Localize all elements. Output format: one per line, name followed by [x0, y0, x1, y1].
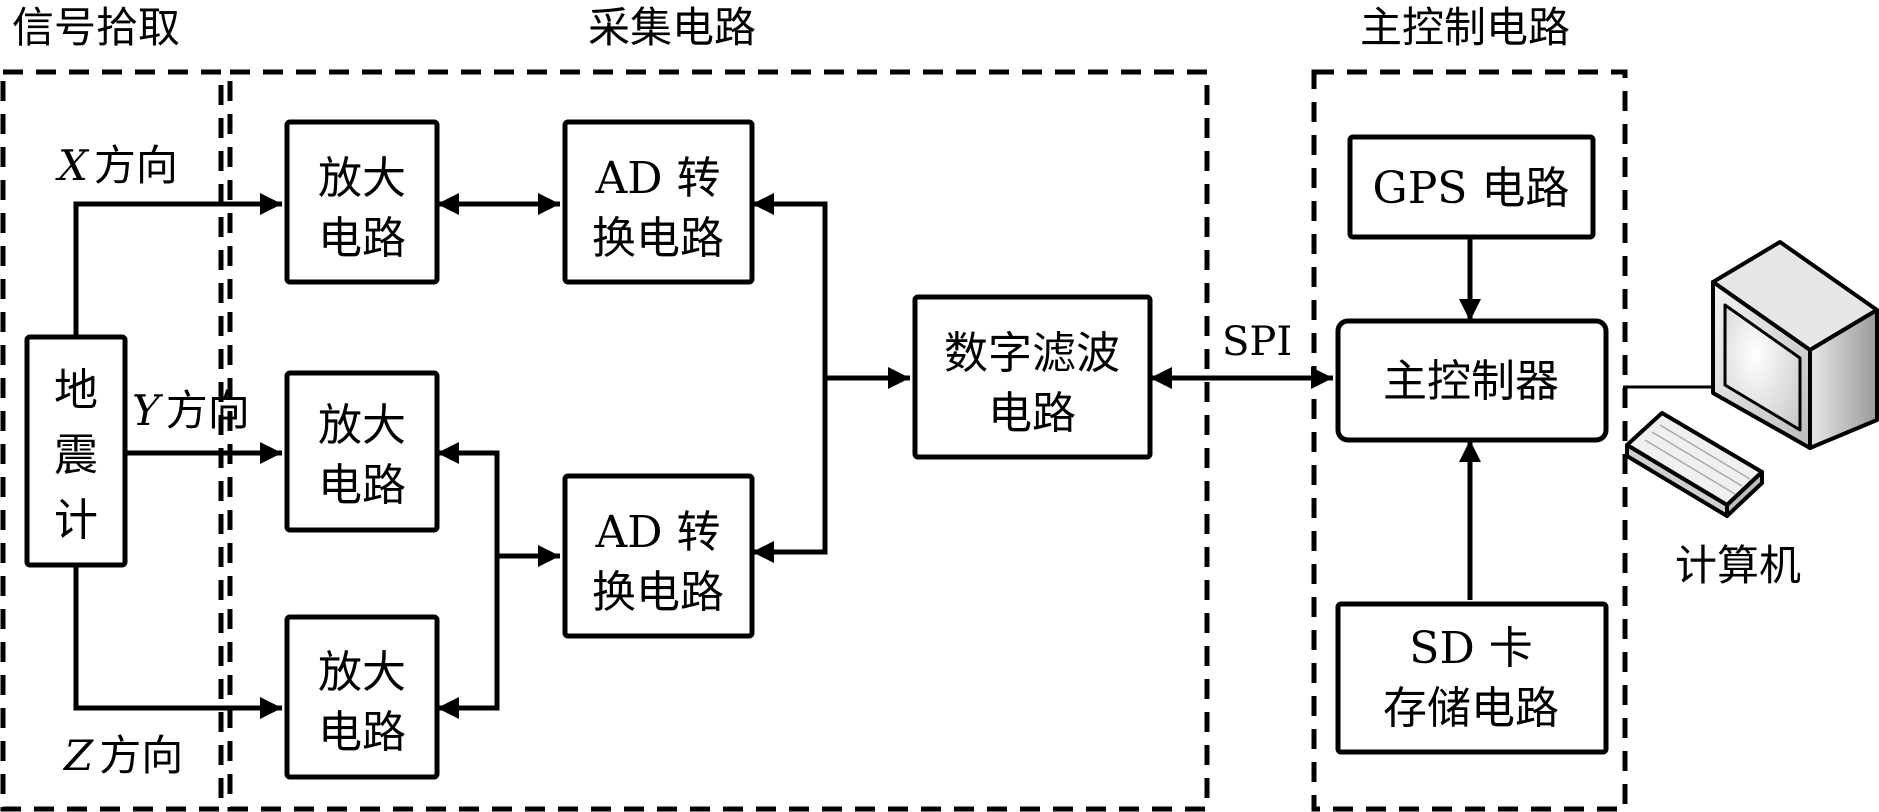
block-gps — [1347, 134, 1596, 240]
amp-y-line-1: 放大 — [318, 400, 406, 451]
group-main-control — [1311, 69, 1628, 812]
seismometer-char-3: 计 — [54, 495, 98, 546]
section-title-main-control: 主控制电路 — [1360, 3, 1570, 52]
block-amp-z — [284, 614, 440, 780]
block-amp-x — [284, 119, 440, 285]
line-x-direction — [73, 193, 282, 337]
section-title-acquisition: 采集电路 — [588, 3, 756, 52]
ad2-line-1: AD 转 — [594, 507, 720, 558]
amp-x-line-1: 放大 — [318, 153, 406, 204]
block-amp-y — [284, 370, 440, 533]
line-z-direction — [73, 565, 282, 719]
computer-icon — [1625, 240, 1879, 518]
link-amp-yz-bus — [437, 442, 500, 719]
block-sd-storage — [1335, 601, 1609, 755]
block-seismometer — [24, 334, 128, 568]
link-ad-bus — [752, 193, 828, 563]
computer-label: 计算机 — [1675, 541, 1801, 590]
block-ad-1 — [562, 119, 755, 285]
sd-line-2: 存储电路 — [1383, 683, 1559, 734]
keyboard-icon — [1625, 411, 1764, 518]
amp-x-line-2: 电路 — [318, 213, 406, 264]
block-digital-filter — [912, 294, 1153, 460]
filter-line-1: 数字滤波 — [944, 328, 1120, 379]
ad2-line-2: 换电路 — [592, 567, 724, 618]
section-title-signal-pickup: 信号拾取 — [12, 3, 180, 52]
block-ad-2 — [562, 473, 755, 639]
seismometer-char-2: 震 — [54, 430, 98, 481]
controller-label: 主控制器 — [1383, 356, 1559, 407]
seismometer-char-1: 地 — [54, 365, 98, 416]
ad1-line-2: 换电路 — [592, 213, 724, 264]
group-signal-pickup — [0, 69, 224, 812]
spi-label: SPI — [1222, 319, 1292, 365]
gps-label: GPS 电路 — [1373, 163, 1570, 214]
filter-line-2: 电路 — [988, 388, 1076, 439]
sd-line-1: SD 卡 — [1409, 623, 1532, 674]
amp-z-line-2: 电路 — [318, 707, 406, 758]
block-controller — [1335, 318, 1609, 443]
amp-z-line-1: 放大 — [318, 647, 406, 698]
ad1-line-1: AD 转 — [594, 153, 720, 204]
amp-y-line-2: 电路 — [318, 460, 406, 511]
